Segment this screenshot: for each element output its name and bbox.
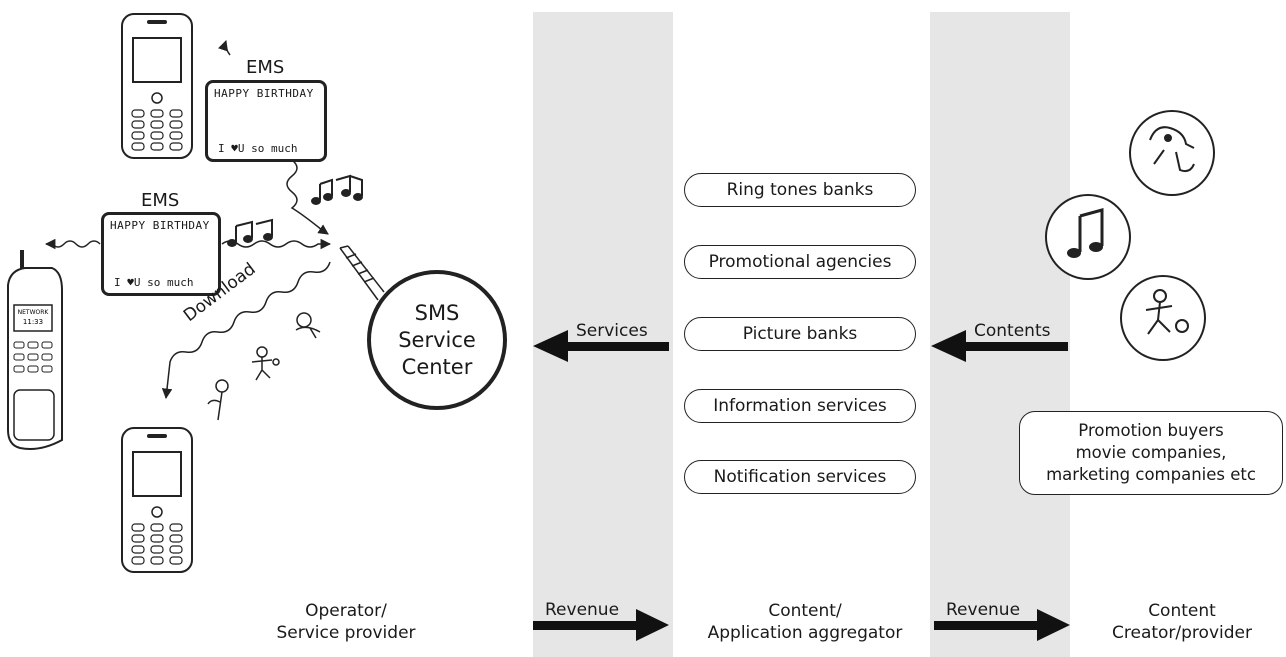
aggregator-item-promotional-agencies: Promotional agencies [684, 245, 916, 279]
ems-left-card-line2: I ♥U so much [114, 276, 194, 289]
phone-flip-icon [7, 250, 63, 450]
creator-line1: Content [1148, 601, 1216, 621]
music-note-icon [1067, 208, 1104, 258]
ems-top-title: EMS [246, 57, 285, 78]
aggregator-line2: Application aggregator [707, 623, 903, 643]
promotion-line3: marketing companies etc [1046, 465, 1256, 484]
operator-line1: Operator/ [305, 601, 387, 621]
aggregator-item-information-services: Information services [684, 389, 916, 423]
revenue-arrow-1-head [636, 609, 669, 641]
antenna-icon [339, 245, 385, 301]
music-circle [1045, 194, 1131, 280]
main-arrows [533, 330, 1070, 641]
ems-top-card-line1: HAPPY BIRTHDAY [214, 87, 314, 100]
music-notes-mid-icon [227, 218, 273, 247]
creator-column-label: Content Creator/provider [1092, 600, 1272, 644]
operator-line2: Service provider [276, 623, 416, 643]
ems-top-card-line2: I ♥U so much [218, 142, 298, 155]
download-doodles-icon [207, 312, 321, 421]
signal-to-flip-phone [44, 238, 101, 250]
sms-service-center: SMS Service Center [367, 270, 507, 410]
contents-arrow-shaft [964, 342, 1068, 351]
revenue-arrow-1-shaft [533, 621, 639, 630]
flip-phone-time-text: 11:33 [23, 318, 43, 326]
signal-antenna-to-card [221, 238, 332, 250]
revenue-arrow-2-head [1037, 609, 1070, 641]
aggregator-line1: Content/ [768, 601, 842, 621]
aggregator-column-label: Content/ Application aggregator [690, 600, 920, 644]
ems-top-card: HAPPY BIRTHDAY I ♥U so much [205, 80, 327, 162]
dog-icon [1149, 126, 1195, 173]
contents-arrow-label: Contents [974, 321, 1051, 341]
phone-top-icon [121, 13, 193, 159]
ems-left-card: HAPPY BIRTHDAY I ♥U so much [101, 212, 221, 296]
promotion-line1: Promotion buyers [1078, 421, 1224, 440]
aggregator-item-notification-services: Notification services [684, 460, 916, 494]
signal-lines [44, 40, 332, 400]
operator-aggregator-band [533, 12, 673, 657]
services-arrow-head [533, 330, 568, 362]
phone-bottom-icon [121, 427, 193, 573]
flip-phone-network-text: NETWORK [18, 309, 50, 316]
download-signal [161, 261, 331, 400]
signal-to-top-phone [218, 40, 231, 56]
aggregator-item-ring-tones: Ring tones banks [684, 173, 916, 207]
sms-line1: SMS [414, 300, 460, 325]
running-figure-icon [1145, 289, 1189, 335]
ems-left-title: EMS [141, 190, 180, 211]
right-icons [1045, 110, 1215, 361]
services-arrow-shaft [565, 342, 669, 351]
figure-circle [1120, 275, 1206, 361]
ems-left-card-line1: HAPPY BIRTHDAY [110, 219, 210, 232]
promotion-buyers-box: Promotion buyers movie companies, market… [1019, 411, 1283, 495]
dog-circle [1129, 110, 1215, 196]
aggregator-item-picture-banks: Picture banks [684, 317, 916, 351]
signal-card-to-antenna [286, 159, 329, 235]
operator-column-label: Operator/ Service provider [246, 600, 446, 644]
contents-arrow-head [931, 330, 966, 362]
music-notes-top-icon [311, 174, 363, 205]
revenue-arrow-2-shaft [934, 621, 1040, 630]
aggregator-creator-band [930, 12, 1070, 657]
revenue-arrow-2-label: Revenue [946, 600, 1021, 620]
creator-line2: Creator/provider [1112, 623, 1252, 643]
promotion-line2: movie companies, [1075, 443, 1227, 462]
sms-line2: Service [398, 327, 476, 352]
services-arrow-label: Services [576, 321, 648, 341]
revenue-arrow-1-label: Revenue [545, 600, 620, 620]
sms-line3: Center [401, 354, 473, 379]
